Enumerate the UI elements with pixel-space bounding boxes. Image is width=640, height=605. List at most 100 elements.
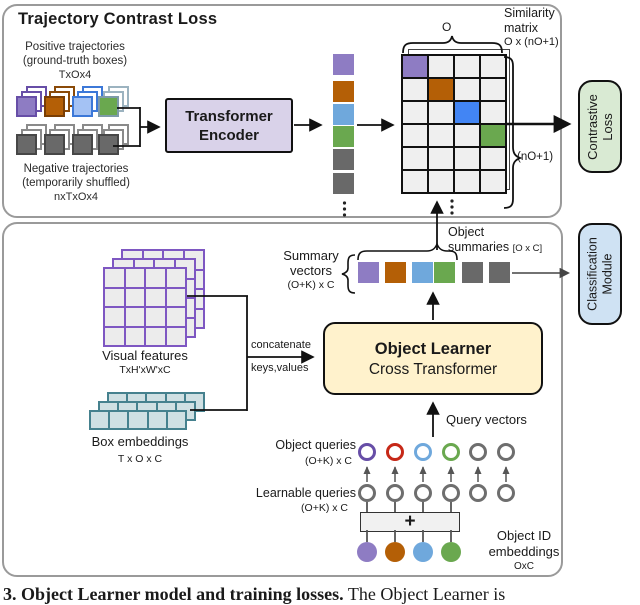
matrix-cell [429,125,453,146]
box-embeddings-layer [89,410,187,430]
object-query-circle [385,442,404,461]
negative-line2: (temporarily shuffled) [22,177,130,189]
trajectory-box [16,96,37,117]
box-embeddings-label: Box embeddings T x O x C [85,434,195,467]
positive-line1: Positive trajectories [25,41,125,53]
positive-trajectories-label: Positive trajectories (ground-truth boxe… [12,40,138,82]
summary-vector-square [412,262,433,283]
learnable-queries-label: Learnable queries [255,486,356,500]
trajectory-stack [72,124,106,158]
similarity-matrix [401,54,507,194]
trajectory-box [98,96,119,117]
trajectory-box [16,134,37,155]
encoded-token [333,149,354,170]
object-queries-label: Object queries [275,438,356,452]
caption-bold: 3. Object Learner model and training los… [3,584,344,604]
visual-features-dims: TxH'xW'xC [119,364,171,376]
summary-dims: (O+K) x C [287,279,335,291]
sim-dims: O x (nO+1) [504,36,559,48]
summary-vectors-label: Summary vectors (O+K) x C [276,248,346,293]
visual-features-text: Visual features [102,348,188,363]
object-query-circle [441,442,460,461]
trajectory-stack [16,86,50,120]
matrix-side-brace-label: (nO+1) [517,151,554,163]
matrix-cell [455,148,479,169]
similarity-matrix-label: Similarity matrix O x (nO+1) [504,6,559,50]
matrix-cell [481,102,505,123]
object-summaries-dims: [O x C] [512,243,543,254]
contrastive-line2: Loss [600,112,615,141]
visual-feature-cell [125,308,144,326]
learnable-query-circle [468,483,487,502]
matrix-cell [429,148,453,169]
visual-feature-cell [166,269,185,287]
matrix-cell [403,102,427,123]
classification-module-text: Classification Module [586,237,615,311]
object-id-circle [357,542,377,562]
summary-vector-square [385,262,406,283]
box-embeddings-stack [89,392,205,430]
matrix-cell [403,125,427,146]
visual-features-label: Visual features TxH'xW'xC [95,348,195,378]
matrix-cell-match [403,56,427,77]
classification-line1: Classification [585,237,600,311]
keys-values-label: keys,values [251,362,309,374]
classification-line2: Module [600,253,614,295]
figure-caption: 3. Object Learner model and training los… [3,584,640,605]
matrix-cell [481,79,505,100]
matrix-cell [403,148,427,169]
positive-line2: (ground-truth boxes) [22,55,128,67]
summary-line2: vectors [290,262,332,278]
visual-feature-cell [105,308,124,326]
visual-feature-cell [105,288,124,306]
matrix-cell [481,148,505,169]
plus-sign: + [404,511,416,532]
trajectory-box [72,134,93,155]
classification-module-box: Classification Module [578,223,622,325]
trajectory-box [72,96,93,117]
box-embedding-cell [110,412,128,428]
object-id-circle [385,542,405,562]
visual-feature-cell [146,269,165,287]
matrix-cell [455,56,479,77]
object-summaries-line2: summaries [448,240,510,254]
matrix-cell [429,56,453,77]
box-embedding-cell [148,412,166,428]
encoder-line1: Transformer [185,107,273,125]
matrix-cell-match [481,125,505,146]
visual-feature-cell [125,288,144,306]
box-embedding-cell [167,412,185,428]
matrix-cell [455,171,479,192]
summary-vector-square [462,262,483,283]
learnable-queries-dims: (O+K) x C [301,502,348,514]
trajectory-stack [98,86,132,120]
matrix-cell [403,171,427,192]
encoder-line2: Encoder [198,126,259,144]
sim-line2: matrix [504,20,539,35]
object-summaries-line1: Object [448,225,485,239]
trajectory-stack [98,124,132,158]
box-embedding-cell [129,412,147,428]
matrix-cell-match [455,102,479,123]
matrix-cell [429,171,453,192]
negative-trajectory-row [16,124,146,160]
object-id-circle [413,542,433,562]
encoded-token [333,81,354,102]
object-id-dims: OxC [514,561,534,572]
matrix-cell [403,79,427,100]
box-embedding-cell [91,412,109,428]
trajectory-box [98,134,119,155]
matrix-top-brace-label: O [442,20,452,34]
trajectory-box [44,134,65,155]
sim-line1: Similarity [504,6,555,20]
object-id-line1: Object ID [496,528,552,543]
visual-feature-cell [105,327,124,345]
encoded-token [333,54,354,75]
visual-feature-cell [146,288,165,306]
negative-dims: nxTxOx4 [53,191,98,203]
summary-vector-square [358,262,379,283]
negative-line1: Negative trajectories [23,163,129,175]
summary-line1: Summary [283,248,339,263]
caption-regular: The Object Learner is [347,584,506,604]
